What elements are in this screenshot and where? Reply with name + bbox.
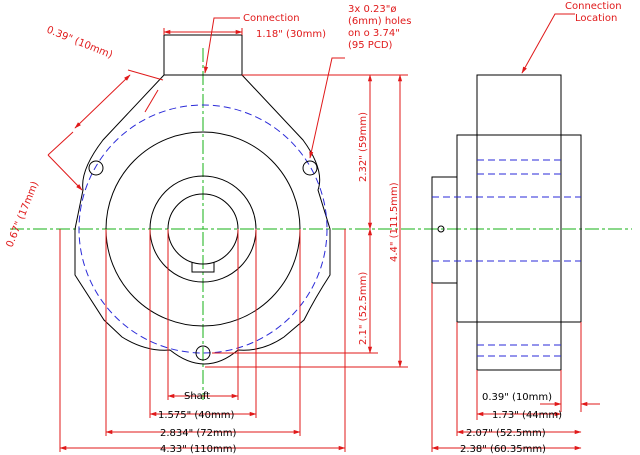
connection-label: Connection bbox=[243, 13, 300, 24]
side-hidden-lines bbox=[432, 159, 581, 357]
shaft-label: Shaft bbox=[184, 391, 210, 402]
bolt-hole-left bbox=[88, 160, 104, 176]
dim-232-label: 2.32" (59mm) bbox=[358, 112, 369, 182]
dim-207-label: 2.07" (52.5mm) bbox=[466, 428, 546, 439]
dim-21-label: 2.1" (52.5mm) bbox=[358, 272, 369, 345]
bolt-hole-bottom bbox=[195, 345, 211, 361]
pcd-circle bbox=[78, 104, 328, 354]
connection-stub bbox=[163, 34, 243, 76]
dimension-lines bbox=[47, 13, 600, 452]
labels: Connection 1.18" (30mm) 3x 0.23"ø (6mm) … bbox=[5, 1, 622, 455]
keyway bbox=[191, 262, 215, 273]
side-flange bbox=[476, 134, 562, 371]
dim-173-label: 1.73" (44mm) bbox=[492, 410, 562, 421]
dim-2834-label: 2.834" (72mm) bbox=[160, 428, 237, 439]
holes-label-3: on o 3.74" bbox=[348, 28, 400, 39]
dim-067-label: 0.67" (17mm) bbox=[5, 180, 41, 249]
dim-238-label: 2.38" (60.35mm) bbox=[460, 444, 546, 455]
connection-width-label: 1.18" (30mm) bbox=[256, 29, 326, 40]
dim-039-left-label: 0.39" (10mm) bbox=[45, 25, 114, 61]
side-connection-block bbox=[476, 74, 562, 136]
holes-label-4: (95 PCD) bbox=[348, 40, 393, 51]
dim-44-label: 4.4" (111.5mm) bbox=[389, 182, 400, 262]
side-left-hub bbox=[431, 176, 458, 284]
holes-label-2: (6mm) holes bbox=[348, 16, 411, 27]
dim-433-label: 4.33" (110mm) bbox=[160, 444, 237, 455]
holes-label-1: 3x 0.23"ø bbox=[348, 4, 396, 15]
dim-1575-label: 1.575" (40mm) bbox=[158, 410, 235, 421]
dim-039-right-label: 0.39" (10mm) bbox=[482, 392, 552, 403]
bolt-hole-right bbox=[302, 160, 318, 176]
side-view bbox=[431, 74, 582, 371]
connection-location-label-1: Connection bbox=[565, 1, 622, 12]
side-hole-marker bbox=[437, 225, 445, 233]
connection-location-label-2: Location bbox=[575, 13, 617, 24]
